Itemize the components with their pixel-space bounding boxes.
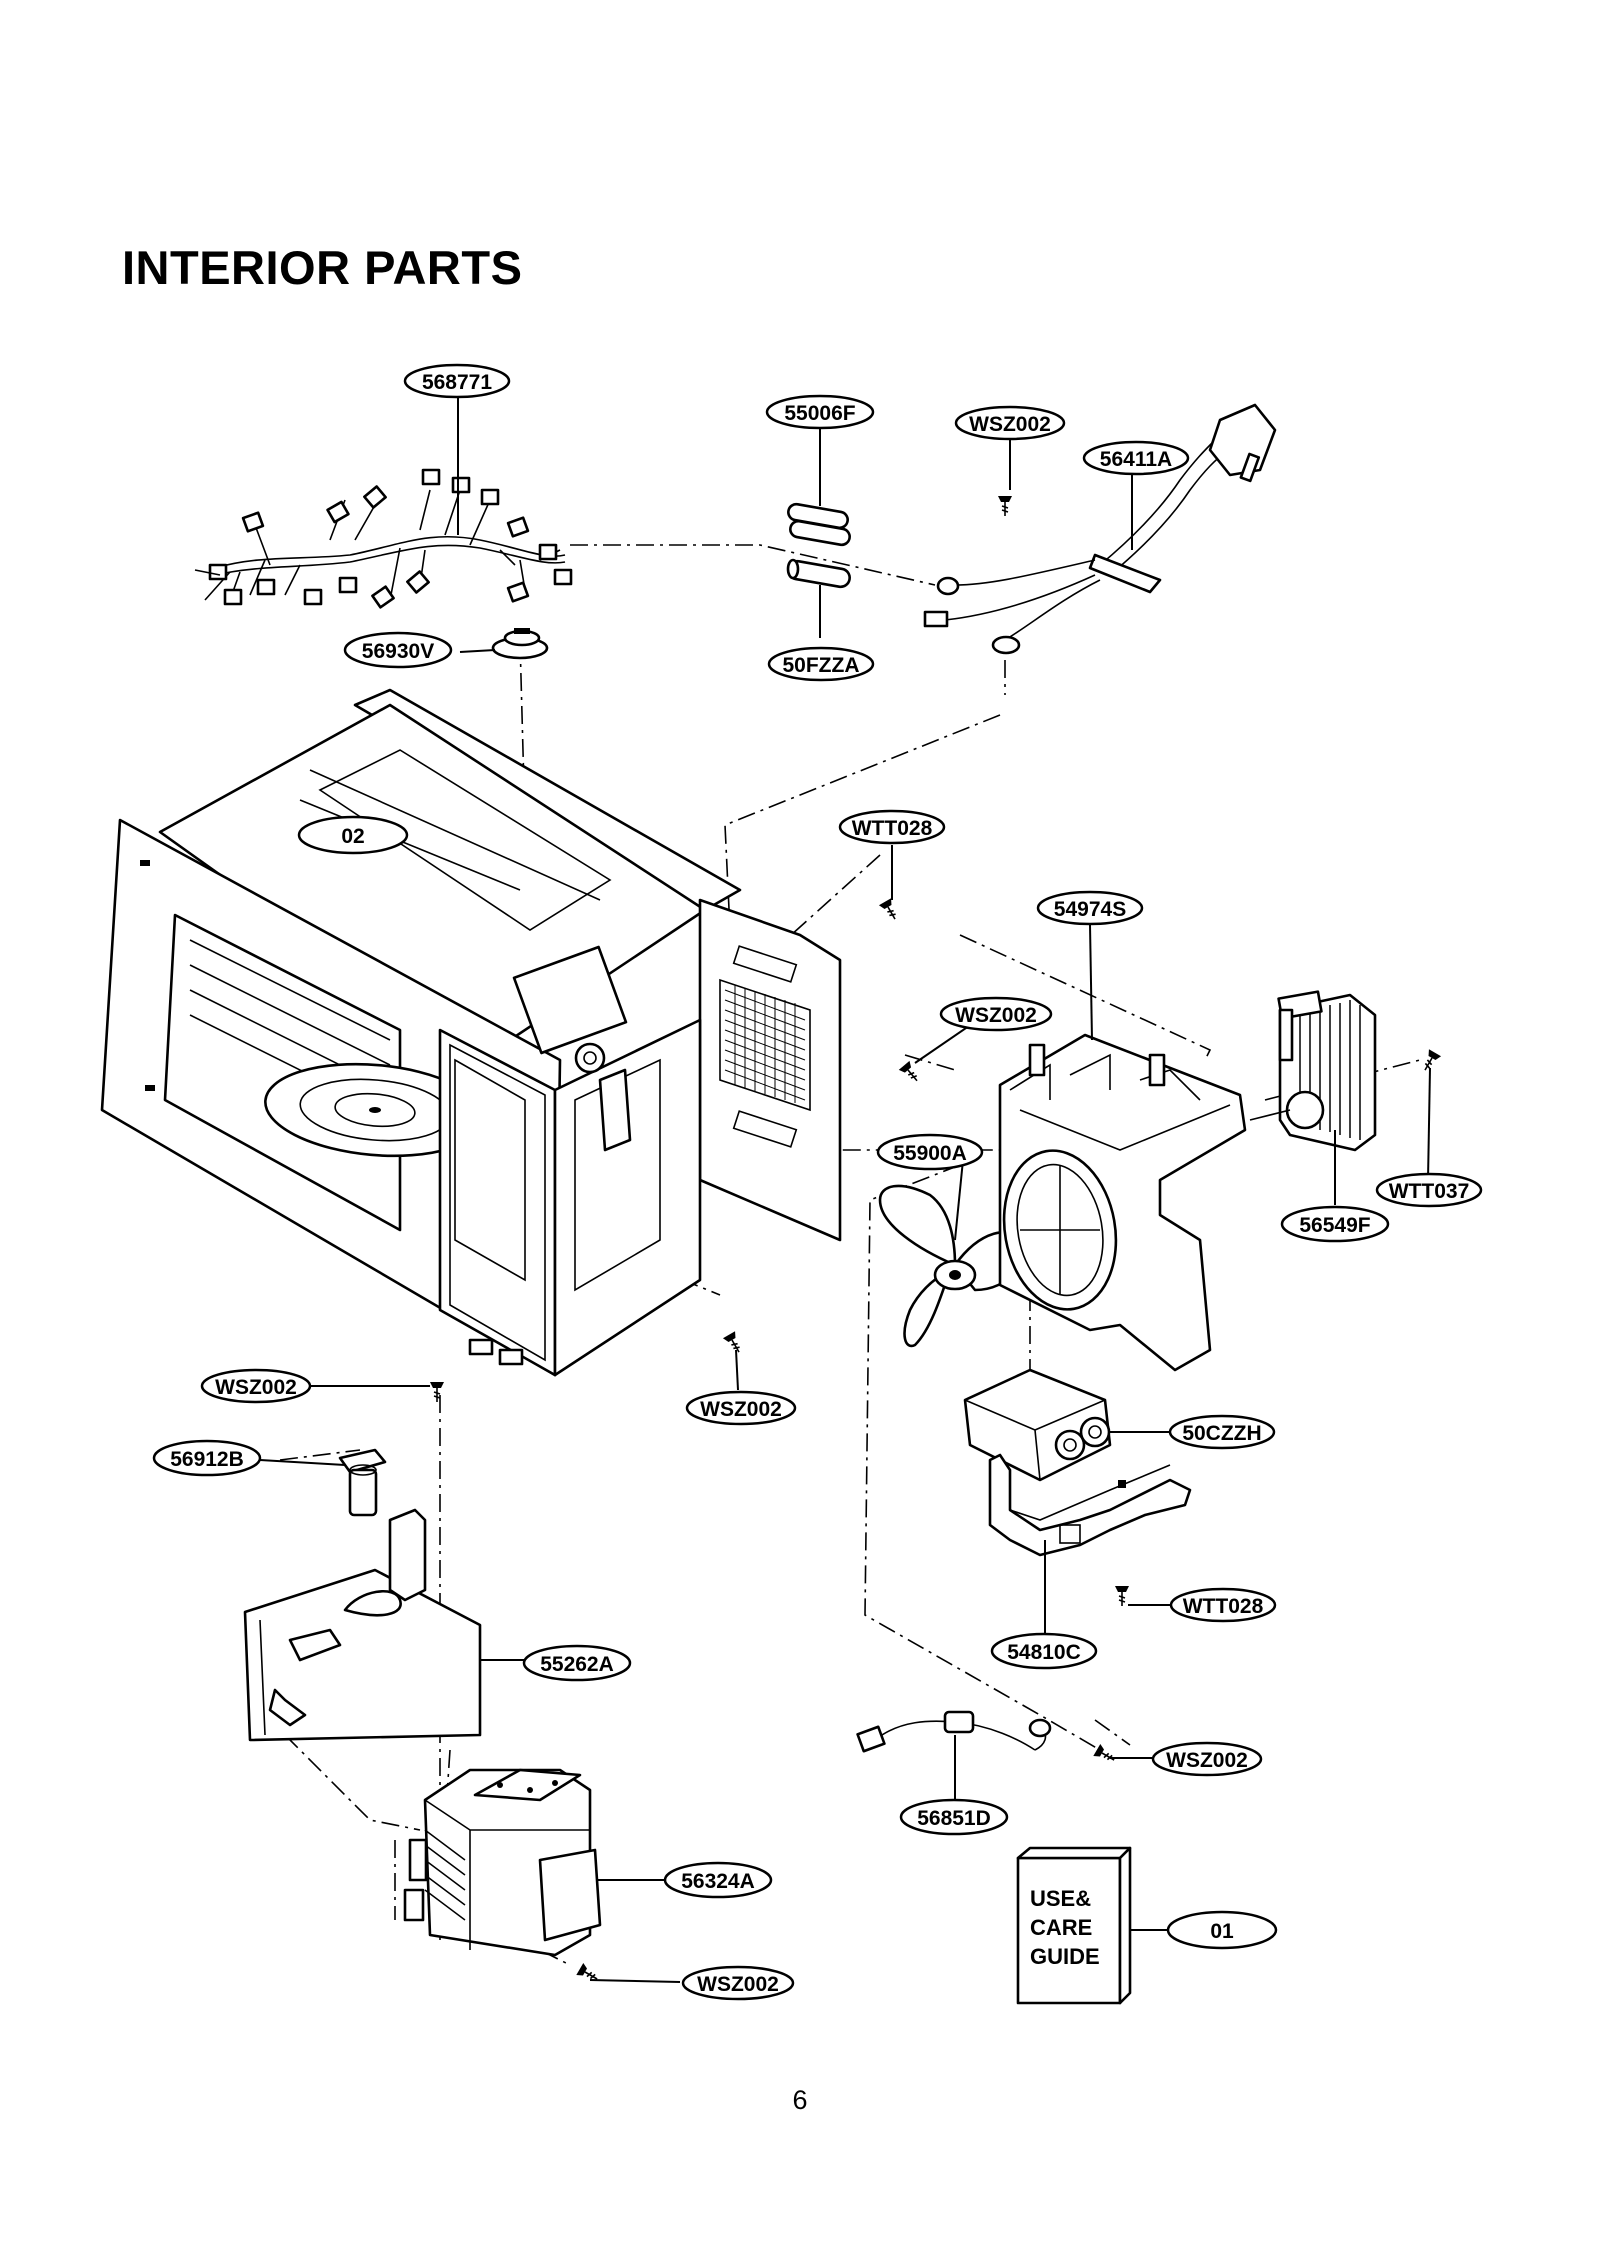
- svg-text:WTT028: WTT028: [1183, 1595, 1264, 1618]
- oven-cavity-drawing: [100, 688, 842, 1377]
- callout-wsz002-d: WSZ002: [685, 1390, 797, 1426]
- manual-book-drawing: USE& CARE GUIDE: [1016, 1846, 1132, 2005]
- sensor-wire-drawing: [856, 1710, 1052, 1753]
- svg-text:56549F: 56549F: [1299, 1214, 1370, 1237]
- svg-text:56912B: 56912B: [170, 1448, 244, 1471]
- svg-text:55262A: 55262A: [540, 1653, 614, 1676]
- callout-wtt028-b: WTT028: [1169, 1587, 1277, 1623]
- fan-bracket-drawing: [998, 1033, 1247, 1372]
- callout-wtt037: WTT037: [1375, 1172, 1483, 1208]
- callout-wsz002-e: WSZ002: [1151, 1741, 1263, 1777]
- svg-text:WSZ002: WSZ002: [1166, 1749, 1248, 1772]
- svg-text:WSZ002: WSZ002: [700, 1398, 782, 1421]
- callout-50FZZA: 50FZZA: [767, 646, 875, 682]
- callout-55006F: 55006F: [765, 394, 875, 430]
- callout-54974S: 54974S: [1036, 890, 1144, 926]
- callout-56549F: 56549F: [1280, 1205, 1390, 1243]
- svg-text:WSZ002: WSZ002: [215, 1376, 297, 1399]
- capacitor-bracket-drawing: [988, 1453, 1192, 1557]
- svg-text:WTT028: WTT028: [852, 817, 933, 840]
- svg-text:56851D: 56851D: [917, 1807, 991, 1830]
- svg-text:01: 01: [1210, 1920, 1234, 1943]
- svg-text:WSZ002: WSZ002: [969, 413, 1051, 436]
- callout-56930V: 56930V: [343, 631, 453, 669]
- callout-02: 02: [297, 815, 409, 855]
- screw-icon: [1093, 1743, 1115, 1761]
- fan-motor-drawing: [1249, 990, 1377, 1152]
- svg-text:56930V: 56930V: [362, 640, 434, 663]
- screw-icon: [722, 1331, 740, 1353]
- callout-568771: 568771: [403, 363, 511, 399]
- waveguide-drawing: [243, 1508, 482, 1742]
- screw-icon: [998, 496, 1012, 516]
- power-cord-drawing: [923, 403, 1277, 655]
- screw-icon: [1424, 1049, 1442, 1071]
- callout-56851D: 56851D: [899, 1798, 1009, 1836]
- callout-wsz002-c: WSZ002: [200, 1368, 312, 1404]
- callout-56324A: 56324A: [663, 1861, 773, 1899]
- callout-56912B: 56912B: [152, 1439, 262, 1477]
- svg-text:56411A: 56411A: [1100, 448, 1172, 471]
- svg-text:50CZZH: 50CZZH: [1182, 1422, 1261, 1445]
- page-title: INTERIOR PARTS: [122, 241, 523, 294]
- screw-icon: [1115, 1586, 1129, 1606]
- page-number: 6: [792, 2085, 808, 2115]
- callout-wsz002-top: WSZ002: [954, 405, 1066, 441]
- svg-text:54974S: 54974S: [1054, 898, 1126, 921]
- part-callouts: 568771 55006F WSZ002 56411A 56930V 50FZZ…: [152, 363, 1483, 2001]
- svg-text:55006F: 55006F: [784, 402, 855, 425]
- callout-55262A: 55262A: [522, 1644, 632, 1682]
- svg-text:WTT037: WTT037: [1389, 1180, 1470, 1203]
- callout-wsz002-f: WSZ002: [681, 1965, 795, 2001]
- callout-54810C: 54810C: [990, 1632, 1098, 1670]
- svg-text:56324A: 56324A: [681, 1870, 755, 1893]
- manual-label-line1: USE&: [1030, 1886, 1091, 1911]
- svg-text:568771: 568771: [422, 371, 492, 394]
- screw-icon: [576, 1962, 598, 1980]
- callout-wsz002-b: WSZ002: [939, 996, 1053, 1032]
- callout-50CZZH: 50CZZH: [1168, 1414, 1276, 1450]
- manual-label-line3: GUIDE: [1030, 1944, 1100, 1969]
- svg-text:50FZZA: 50FZZA: [782, 654, 859, 677]
- wire-harness-drawing: [194, 468, 573, 609]
- screw-icon: [430, 1382, 444, 1402]
- svg-text:WSZ002: WSZ002: [697, 1973, 779, 1996]
- svg-text:54810C: 54810C: [1007, 1641, 1081, 1664]
- screw-icon: [898, 1060, 918, 1082]
- svg-text:02: 02: [341, 825, 364, 848]
- capacitor-drawing: [963, 1368, 1112, 1482]
- fuse-drawing: [786, 502, 851, 589]
- callout-56411A: 56411A: [1082, 440, 1190, 476]
- callout-55900A: 55900A: [876, 1133, 984, 1171]
- callout-01: 01: [1166, 1910, 1278, 1950]
- svg-text:55900A: 55900A: [893, 1142, 967, 1165]
- magnetron-drawing: [403, 1768, 602, 1957]
- svg-text:WSZ002: WSZ002: [955, 1004, 1037, 1027]
- interlock-switch-drawing: [338, 1448, 387, 1517]
- screw-icon: [878, 898, 896, 920]
- thermal-cutout-drawing: [491, 628, 549, 660]
- callout-wtt028-a: WTT028: [838, 809, 946, 845]
- fan-blade-drawing: [878, 1184, 1028, 1348]
- manual-label-line2: CARE: [1030, 1915, 1092, 1940]
